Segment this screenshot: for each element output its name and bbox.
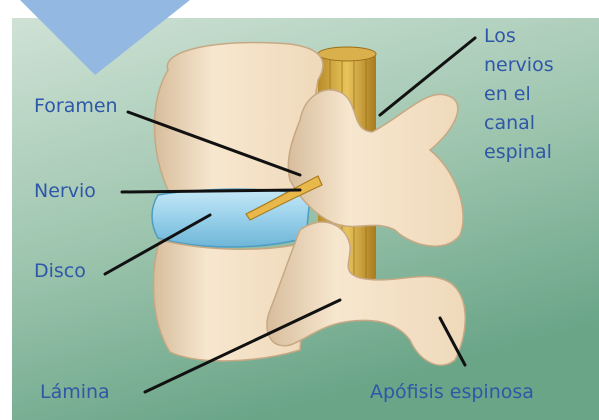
label-nervios-line: en el	[484, 80, 594, 109]
label-nervios-line: espinal	[484, 138, 594, 167]
label-nervios-line: nervios	[484, 51, 594, 80]
nervio-leader-line	[122, 190, 300, 192]
label-foramen: Foramen	[34, 94, 118, 118]
label-apofisis-espinosa: Apófisis espinosa	[370, 380, 534, 404]
label-disco: Disco	[34, 259, 86, 283]
label-nervio: Nervio	[34, 179, 96, 203]
label-nervios-line: canal	[484, 109, 594, 138]
label-nervios-line: Los	[484, 22, 594, 51]
label-nervios-canal-espinal: Los nervios en el canal espinal	[484, 22, 594, 167]
label-lamina: Lámina	[40, 380, 110, 404]
